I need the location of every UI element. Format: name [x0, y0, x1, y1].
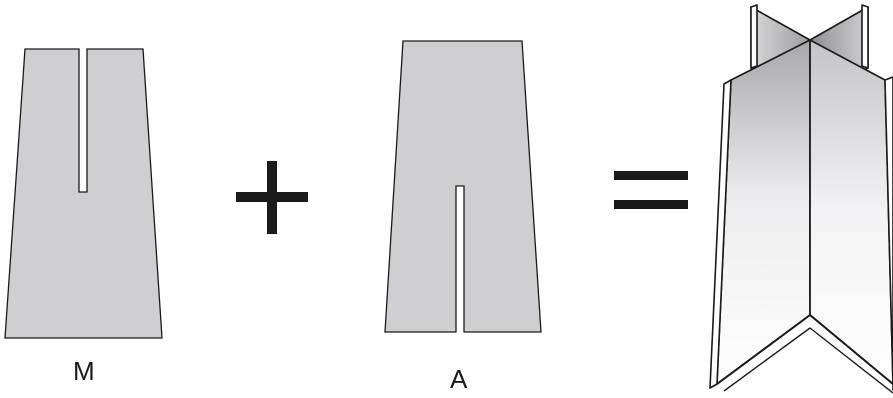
plus-icon [236, 161, 308, 234]
back-left-slab-edge [750, 4, 758, 69]
piece-m [4, 48, 163, 339]
piece-a-shape [384, 40, 542, 333]
front-right-wing [809, 39, 893, 385]
label-m: M [73, 356, 95, 386]
back-right-slab-edge [861, 4, 869, 69]
assembled-cross-structure [709, 4, 893, 394]
label-a: A [450, 364, 468, 394]
bottom-fold-inner [723, 327, 893, 394]
equals-icon [614, 171, 688, 209]
piece-m-shape [4, 48, 163, 339]
front-right-wing-edge [884, 76, 893, 391]
piece-a [384, 40, 542, 333]
bottom-fold [716, 314, 893, 385]
